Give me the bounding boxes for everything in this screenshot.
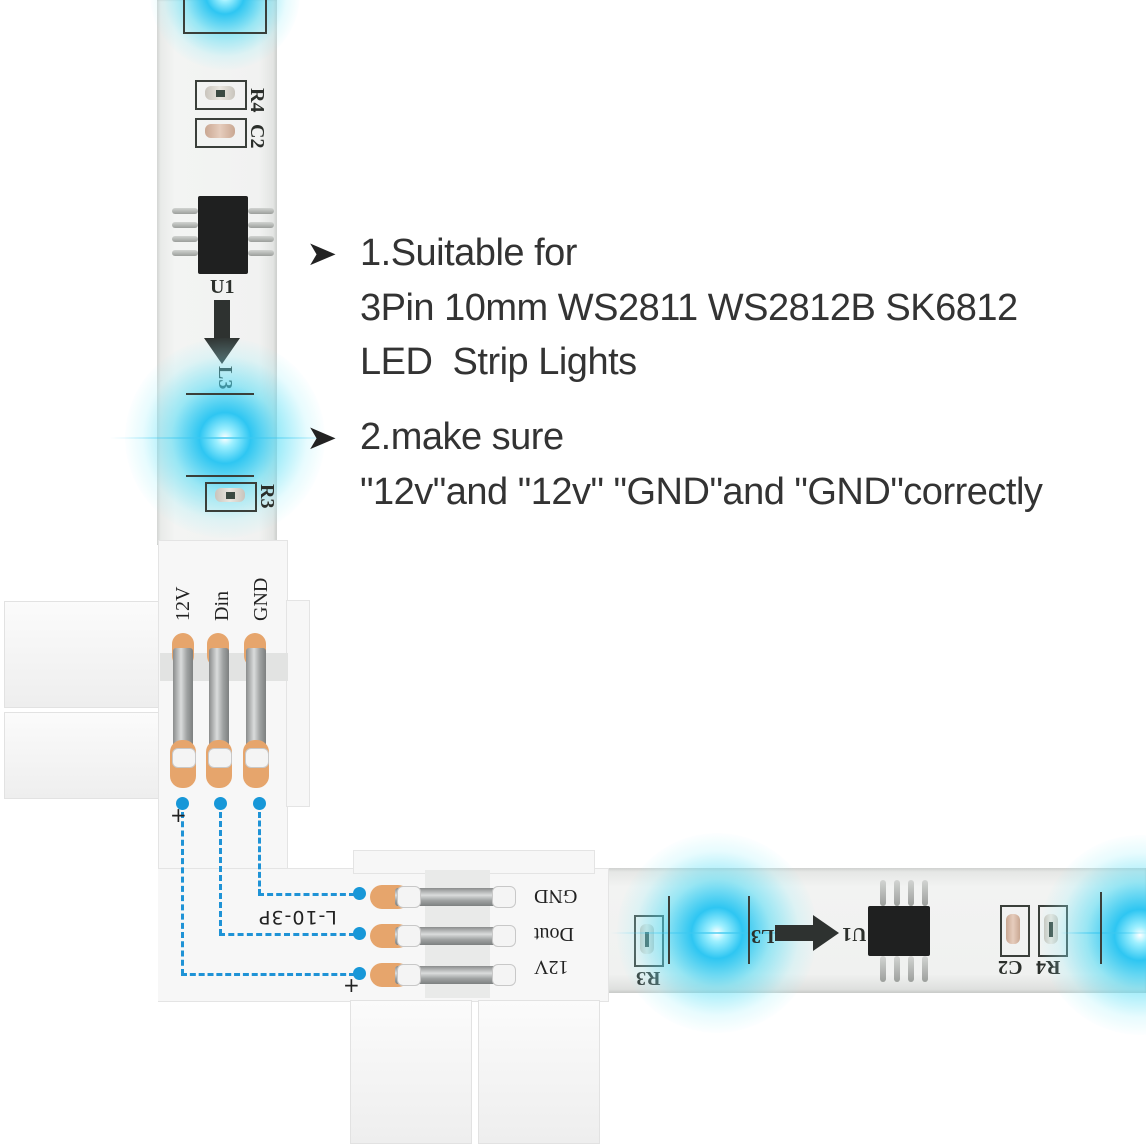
pin-label-gnd: GND [250,577,272,621]
led-outline-h2 [1100,892,1146,964]
ic-pin [172,222,198,228]
feature-1-heading: ➤1.Suitable for [306,226,1018,281]
ic-chip-u1 [198,196,248,274]
wire-node-dout [353,927,366,940]
capacitor-c2-outline [195,118,247,148]
ic-chip-u1 [868,906,930,956]
ic-pin [880,956,886,982]
silk-label-u1: U1 [210,276,235,298]
ic-pin [248,208,274,214]
clip-cap [208,748,232,768]
silk-label-r3: R3 [256,484,278,509]
feature-1-line-2: 3Pin 10mm WS2811 WS2812B SK6812 [360,287,1018,329]
feature-2-line-2: "12v"and "12v" "GND"and "GND"correctly [360,471,1043,513]
silk-label-l3: L3 [751,925,775,947]
polarity-plus-out: + [343,973,360,997]
ic-pin [908,956,914,982]
pin-label-12v-out: 12V [534,956,569,978]
resistor-r4-outline [195,80,247,110]
wire-gnd-vertical [258,812,261,895]
ic-pin [248,236,274,242]
arrowhead-right-icon: ➤ [306,235,337,273]
ic-pin [908,880,914,906]
capacitor-c2-outline [1000,905,1030,957]
clip-cap [397,925,421,947]
contact-clip-gnd [395,888,515,906]
wire-12v-vertical [181,812,184,975]
contact-clip-din [209,648,229,758]
led-outline-top [183,0,267,34]
contact-clip-12v [173,648,193,758]
ic-pin [922,880,928,906]
connector-side-rail [286,600,310,807]
contact-clip-dout [395,927,515,945]
feature-1-line-3: LED Strip Lights [360,341,637,383]
capacitor-c2 [1006,914,1020,944]
wire-node-gnd-in [253,797,266,810]
contact-clip-gnd [246,648,266,758]
ic-pin [172,208,198,214]
connector-latch-left-upper [4,601,166,708]
clip-cap [397,964,421,986]
wire-node-12v-in [176,797,189,810]
ic-pin [894,956,900,982]
arrowhead-right-icon: ➤ [306,419,337,457]
ic-pin [880,880,886,906]
pin-label-dout: Dout [534,923,574,945]
clip-cap [245,748,269,768]
pin-label-12v: 12V [172,586,194,621]
led-flare [610,932,830,934]
ic-pin [172,236,198,242]
silk-label-c2: C2 [998,956,1023,978]
wire-node-gnd-out [353,887,366,900]
resistor-r4 [205,86,235,100]
ic-pin [894,880,900,906]
pin-label-din: Din [211,591,233,621]
feature-2: ➤2.make sure "12v"and "12v" "GND"and "GN… [306,410,1043,519]
led-outline-middle [186,393,254,477]
ic-pin [248,250,274,256]
feature-1: ➤1.Suitable for 3Pin 10mm WS2811 WS2812B… [306,226,1018,389]
wire-data-horizontal [219,933,355,936]
wire-node-12v-out [353,967,366,980]
clip-cap [492,925,516,947]
resistor-r3-outline [205,482,257,512]
capacitor-c2 [205,124,235,138]
silk-label-u1: U1 [842,923,867,945]
led-outline-h1 [668,896,750,964]
wire-node-din [214,797,227,810]
clip-cap [397,886,421,908]
pin-label-gnd-out: GND [534,885,578,907]
clip-cap [492,886,516,908]
wire-data-vertical [219,812,222,935]
led-flare [110,437,340,439]
connector-latch-left-lower [4,712,166,799]
data-direction-arrow-shaft [775,925,815,941]
silk-label-r4: R4 [246,88,268,113]
silk-label-c2: C2 [246,124,268,149]
connector-model-label: L-10-3P [258,906,337,928]
connector-latch-bottom-left [350,1000,472,1144]
wire-gnd-horizontal [258,893,355,896]
wire-12v-horizontal [181,973,355,976]
data-direction-arrow-shaft [214,300,230,340]
clip-cap [172,748,196,768]
ic-pin [248,222,274,228]
ic-pin [922,956,928,982]
ic-pin [172,250,198,256]
connector-latch-bottom-right [478,1000,600,1144]
led-flare [1060,932,1146,934]
polarity-plus-in: + [170,803,187,827]
data-direction-arrow-right-icon [813,915,839,951]
feature-2-heading: ➤2.make sure [306,410,1042,465]
clip-cap [492,964,516,986]
resistor-r3 [215,488,245,502]
contact-clip-12v [395,966,515,984]
